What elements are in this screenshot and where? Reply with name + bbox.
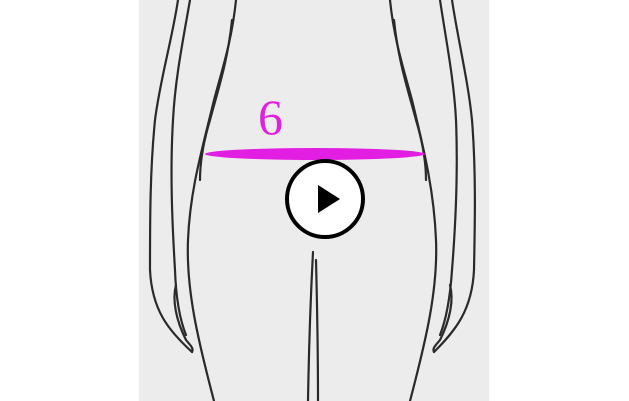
left-arm-inner-line [170, 0, 192, 337]
right-arm-outer-line [432, 0, 476, 354]
left-torso-line [186, 0, 238, 401]
body-diagram-panel [139, 0, 489, 401]
body-outline-diagram [148, 0, 476, 401]
measurement-label: 6 [258, 89, 283, 145]
left-arm-outer-line [148, 0, 194, 354]
play-button[interactable] [285, 159, 365, 239]
play-icon [318, 185, 340, 213]
left-torso-inner-line [198, 18, 234, 182]
right-torso-line [388, 0, 438, 401]
center-leg-line [306, 250, 315, 401]
center-leg-line-2 [314, 258, 320, 401]
right-arm-inner-line [438, 0, 458, 337]
right-torso-inner-line [392, 18, 428, 182]
left-hand-line [173, 283, 194, 354]
waist-measurement-band [205, 148, 425, 160]
right-hand-line [432, 283, 453, 354]
